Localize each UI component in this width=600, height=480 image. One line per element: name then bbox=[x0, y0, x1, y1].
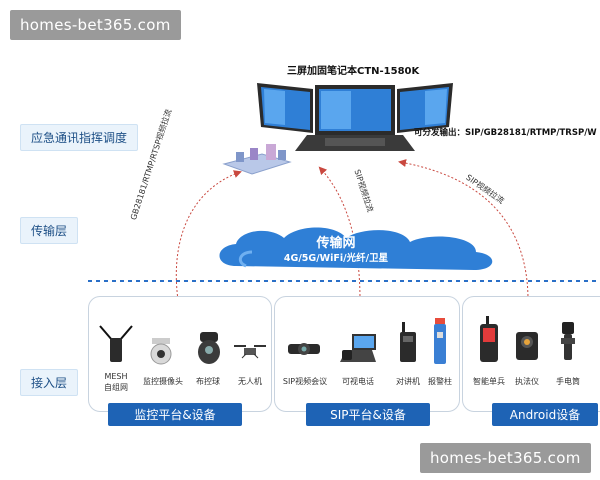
network-cloud-icon bbox=[219, 227, 493, 270]
device-label-walkie-talkie: 对讲机 bbox=[396, 377, 420, 386]
three-screen-laptop-icon bbox=[257, 83, 453, 151]
device-label-body-camera: 执法仪 bbox=[515, 377, 539, 386]
cloud-subtitle: 4G/5G/WiFi/光纤/卫星 bbox=[283, 253, 389, 264]
layer-tag-transport: 传输层 bbox=[20, 217, 79, 244]
body-camera-icon bbox=[516, 332, 538, 360]
device-label-mesh-line2: 自组网 bbox=[104, 383, 128, 392]
laptop-title: 三屏加固笔记本CTN-1580K bbox=[287, 66, 420, 77]
device-label-drone: 无人机 bbox=[238, 377, 262, 386]
dome-camera-icon bbox=[150, 338, 172, 365]
dispatch-server-icon bbox=[222, 144, 292, 175]
device-label-ptz: 布控球 bbox=[196, 377, 220, 386]
device-label-alarm-pillar: 报警柱 bbox=[428, 377, 452, 386]
alarm-pillar-icon bbox=[434, 318, 446, 364]
group-label-android: Android设备 bbox=[492, 403, 598, 426]
walkie-talkie-icon bbox=[400, 322, 416, 362]
watermark-top: homes-bet365.com bbox=[10, 10, 181, 40]
distribution-output-text: 可分发输出：SIP/GB28181/RTMP/TRSP/W bbox=[414, 128, 597, 138]
layer-tag-command: 应急通讯指挥调度 bbox=[20, 124, 139, 151]
device-label-smart-handheld: 智能单兵 bbox=[473, 377, 505, 386]
watermark-bottom: homes-bet365.com bbox=[420, 443, 591, 473]
ptz-ball-icon bbox=[198, 332, 220, 364]
layer-tag-access: 接入层 bbox=[20, 369, 79, 396]
group-label-monitoring: 监控平台&设备 bbox=[108, 403, 242, 426]
drone-icon bbox=[234, 345, 266, 359]
group-label-sip: SIP平台&设备 bbox=[306, 403, 430, 426]
flashlight-icon bbox=[561, 322, 575, 360]
cloud-title: 传输网 bbox=[316, 236, 356, 251]
device-label-video-conference: SIP视频会议 bbox=[282, 377, 328, 386]
video-conference-icon bbox=[288, 343, 320, 355]
device-label-video-phone: 可视电话 bbox=[342, 377, 374, 386]
device-label-flashlight: 手电筒 bbox=[556, 377, 580, 386]
device-label-mesh-line1: MESH bbox=[104, 372, 128, 381]
device-label-camera: 监控摄像头 bbox=[143, 377, 183, 386]
smart-handheld-icon bbox=[480, 316, 498, 362]
mesh-radio-icon bbox=[99, 325, 133, 362]
video-phone-icon bbox=[340, 334, 376, 362]
